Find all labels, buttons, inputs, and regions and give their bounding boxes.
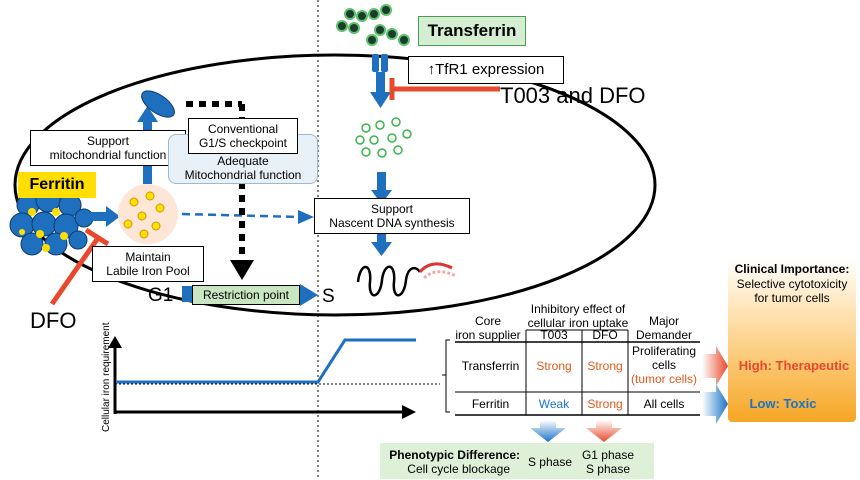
ferritin-arrow bbox=[90, 206, 120, 227]
conventional-checkpoint-box: Conventional G1/S checkpoint bbox=[188, 118, 298, 154]
demander-line1: Proliferating bbox=[631, 344, 697, 358]
row-ferritin-t003: Weak bbox=[538, 397, 570, 411]
phenotype-title: Phenotypic Difference: bbox=[389, 448, 520, 462]
support-dna-line1: Support bbox=[370, 202, 414, 216]
row-transferrin-t003: Strong bbox=[536, 359, 572, 373]
row-transferrin-demander: Proliferating cells (tumor cells) bbox=[628, 344, 700, 386]
maintain-lip-box: Maintain Labile Iron Pool bbox=[92, 246, 204, 282]
phenotype-arrows bbox=[530, 420, 622, 442]
iron-requirement-line bbox=[116, 338, 416, 384]
clinical-box bbox=[728, 258, 856, 422]
clinical-arrows bbox=[702, 346, 728, 424]
row-ferritin-demander: All cells bbox=[643, 397, 685, 411]
phenotype-box bbox=[380, 443, 654, 479]
clinical-low: Low: Toxic bbox=[749, 396, 817, 411]
cell-membrane bbox=[13, 53, 657, 317]
col-inhib-header: Inhibitory effect of cellular iron uptak… bbox=[516, 302, 640, 330]
row-transferrin-supplier: Transferrin bbox=[461, 359, 520, 373]
receptor-arrow bbox=[370, 72, 391, 108]
table-grid bbox=[455, 329, 700, 416]
support-mito-line2: mitochondrial function bbox=[49, 148, 167, 162]
ferritin-cluster bbox=[9, 187, 94, 256]
tfr1-expression-label: ↑TfR1 expression bbox=[408, 56, 564, 84]
col-core-line1: Core bbox=[474, 314, 501, 328]
iron-requirement-axes bbox=[108, 336, 440, 419]
col-major-header: Major Demander bbox=[628, 314, 700, 342]
col-t003-header: T003 bbox=[540, 328, 568, 342]
demander-line3: (tumor cells) bbox=[630, 372, 697, 386]
tfr1-receptor bbox=[372, 54, 388, 72]
phenotype-g1-phase: G1 phase bbox=[581, 448, 635, 462]
g1-label: G1 bbox=[148, 285, 174, 306]
transferrin-molecules bbox=[336, 4, 410, 46]
s-label: S bbox=[322, 286, 335, 307]
transferrin-label: Transferrin bbox=[418, 16, 526, 46]
dna-helix bbox=[356, 262, 457, 297]
col-inhib-line1: Inhibitory effect of bbox=[530, 302, 626, 316]
mitochondrion-icon bbox=[141, 90, 175, 118]
clinical-subtitle-line1: Selective cytotoxicity bbox=[736, 277, 848, 291]
dfo-left-inhibitor bbox=[49, 227, 110, 306]
y-axis-label: Cellular iron requirement bbox=[101, 322, 112, 433]
clinical-high: High: Therapeutic bbox=[738, 358, 850, 373]
adequate-mito-line2: Mitochondrial function bbox=[184, 168, 302, 182]
dfo-left-label: DFO bbox=[30, 308, 77, 333]
adequate-mito-line1: Adequate bbox=[217, 154, 269, 168]
clinical-subtitle: Selective cytotoxicity for tumor cells bbox=[728, 277, 856, 305]
maintain-lip-line2: Labile Iron Pool bbox=[106, 264, 190, 278]
support-dna-box: Support Nascent DNA synthesis bbox=[314, 198, 470, 234]
support-mito-line1: Support bbox=[86, 134, 130, 148]
col-dfo-header: DFO bbox=[592, 328, 618, 342]
cell-cycle-arrow bbox=[182, 284, 318, 306]
row-ferritin-dfo: Strong bbox=[587, 397, 623, 411]
row-transferrin-dfo: Strong bbox=[587, 359, 623, 373]
phenotype-s-phase-2: S phase bbox=[585, 462, 631, 476]
labile-iron-pool bbox=[118, 184, 178, 244]
table-bracket bbox=[442, 339, 450, 413]
col-inhib-line2: cellular iron uptake bbox=[527, 316, 629, 330]
maintain-lip-line1: Maintain bbox=[125, 250, 171, 264]
t003-dfo-inhibitor bbox=[389, 78, 500, 100]
demander-line2: cells bbox=[651, 358, 676, 372]
row-ferritin-supplier: Ferritin bbox=[471, 397, 510, 411]
col-major-line2: Demander bbox=[635, 328, 693, 342]
phenotype-subtitle: Cell cycle blockage bbox=[407, 462, 510, 476]
col-core-header: Core iron supplier bbox=[450, 314, 526, 342]
t003-dfo-label: T003 and DFO bbox=[500, 83, 646, 108]
support-dna-line2: Nascent DNA synthesis bbox=[329, 216, 455, 230]
restriction-point-box: Restriction point bbox=[192, 285, 300, 305]
phenotype-s-phase: S phase bbox=[527, 455, 573, 469]
conventional-line2: G1/S checkpoint bbox=[198, 136, 288, 150]
clinical-subtitle-line2: for tumor cells bbox=[754, 291, 830, 305]
iron-pool-right bbox=[355, 117, 412, 158]
dna-arrow bbox=[371, 172, 392, 204]
support-mito-box: Support mitochondrial function bbox=[30, 130, 186, 166]
helix-arrow bbox=[371, 232, 392, 256]
conventional-line1: Conventional bbox=[207, 122, 279, 136]
lip-dna-dashed-arrow bbox=[181, 210, 314, 224]
ferritin-label: Ferritin bbox=[18, 172, 96, 198]
clinical-title: Clinical Importance: bbox=[734, 262, 850, 276]
col-major-line1: Major bbox=[648, 314, 679, 328]
col-core-line2: iron supplier bbox=[455, 328, 521, 342]
